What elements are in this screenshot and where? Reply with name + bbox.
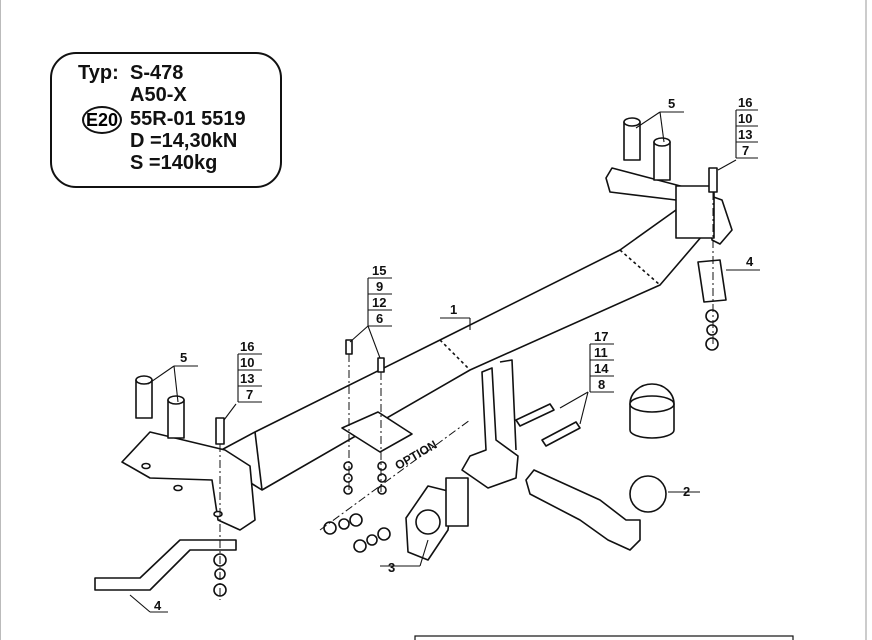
leader-stack-left xyxy=(223,403,237,421)
spacer-tube-top xyxy=(167,395,185,405)
spec-box: Typ: S-478 A50-X E20 55R-01 5519 D =14,3… xyxy=(50,52,282,188)
beam-seam xyxy=(439,249,661,371)
leader-5-right xyxy=(635,111,661,129)
callout-5-left: 5 xyxy=(180,350,187,365)
washer xyxy=(338,518,350,530)
spacer-tube xyxy=(653,141,671,181)
right-bracket-plate xyxy=(675,185,715,239)
nut xyxy=(705,337,719,351)
callout-3: 3 xyxy=(388,560,395,575)
hitch-mount xyxy=(461,367,519,489)
leader-3 xyxy=(419,539,429,567)
spacer-tube xyxy=(167,399,185,439)
stack-right-3: 7 xyxy=(742,143,749,158)
spacer-tube-top xyxy=(623,117,641,127)
ball-arm xyxy=(525,469,641,551)
spacer-tube xyxy=(135,379,153,419)
stack-mid-1: 9 xyxy=(376,279,383,294)
option-plate xyxy=(341,411,413,453)
model-value: A50-X xyxy=(130,84,187,106)
washer xyxy=(349,513,363,527)
stack-left-0: 16 xyxy=(240,339,254,354)
type-value: S-478 xyxy=(130,62,184,84)
cross-beam xyxy=(211,199,721,491)
washer xyxy=(706,324,718,336)
beam-edge xyxy=(254,431,263,491)
stack-mid-3: 6 xyxy=(376,311,383,326)
stack-ball-3: 8 xyxy=(598,377,605,392)
stack-left-3: 7 xyxy=(246,387,253,402)
leader-stack-mid xyxy=(349,325,369,343)
leader-4-left xyxy=(129,594,151,613)
leader-5-right xyxy=(659,111,665,143)
bolt xyxy=(377,357,385,373)
bolt xyxy=(215,417,225,445)
socket-hole xyxy=(415,509,441,535)
spacer-tube xyxy=(623,121,641,161)
nut xyxy=(323,521,337,535)
tow-ball xyxy=(629,475,667,513)
washer xyxy=(705,309,719,323)
bolt xyxy=(345,339,353,355)
nut xyxy=(353,539,367,553)
right-plate xyxy=(697,259,727,303)
leader-5-left xyxy=(173,365,179,403)
washer xyxy=(377,461,387,471)
bolt xyxy=(541,421,581,447)
nut xyxy=(343,485,353,495)
washer xyxy=(377,527,391,541)
callout-2: 2 xyxy=(683,484,690,499)
ball-cap-top xyxy=(629,395,675,413)
type-label: Typ: xyxy=(78,62,119,84)
bolt xyxy=(708,167,718,193)
nut xyxy=(377,485,387,495)
leader-stack-ball xyxy=(559,391,589,409)
spacer-tube-top xyxy=(135,375,153,385)
approval-number: 55R-01 5519 xyxy=(130,108,246,130)
washer xyxy=(343,461,353,471)
s-value: S =140kg xyxy=(130,152,218,174)
stack-right-1: 10 xyxy=(738,111,752,126)
stack-right-box xyxy=(735,109,758,159)
assembly-line xyxy=(319,419,471,531)
stack-right-2: 13 xyxy=(738,127,752,142)
bracket-hole xyxy=(213,510,223,518)
approval-mark: E20 xyxy=(82,106,122,134)
title-block-edge xyxy=(414,635,794,640)
d-value: D =14,30kN xyxy=(130,130,238,152)
stack-mid-box xyxy=(367,277,392,327)
washer xyxy=(343,473,353,483)
leader-stack-right xyxy=(717,159,737,171)
washer xyxy=(377,473,387,483)
bracket-hole xyxy=(141,462,151,470)
right-bracket xyxy=(605,167,733,245)
callout-4-left: 4 xyxy=(154,598,162,613)
callout-1: 1 xyxy=(450,302,457,317)
stack-left-1: 10 xyxy=(240,355,254,370)
stack-ball-1: 11 xyxy=(594,345,608,360)
bolt xyxy=(515,403,555,427)
hitch-mount-edge xyxy=(499,359,517,451)
left-plate xyxy=(94,539,237,591)
spacer-tube-top xyxy=(653,137,671,147)
callout-4-right: 4 xyxy=(746,254,754,269)
leader-stack-ball xyxy=(579,391,589,425)
socket-bracket xyxy=(445,477,469,527)
stack-ball-2: 14 xyxy=(594,361,609,376)
bracket-hole xyxy=(173,484,183,492)
left-bracket xyxy=(121,431,256,531)
callout-5-right: 5 xyxy=(668,96,675,111)
stack-mid-0: 15 xyxy=(372,263,386,278)
stack-ball-box xyxy=(589,343,614,393)
option-label: OPTION xyxy=(393,437,440,472)
leader-stack-mid xyxy=(367,325,381,359)
stack-right-0: 16 xyxy=(738,95,752,110)
stack-mid-2: 12 xyxy=(372,295,386,310)
stack-left-box xyxy=(237,353,262,403)
washer xyxy=(366,534,378,546)
stack-left-2: 13 xyxy=(240,371,254,386)
leader-5-left xyxy=(147,365,175,385)
stack-ball-0: 17 xyxy=(594,329,608,344)
